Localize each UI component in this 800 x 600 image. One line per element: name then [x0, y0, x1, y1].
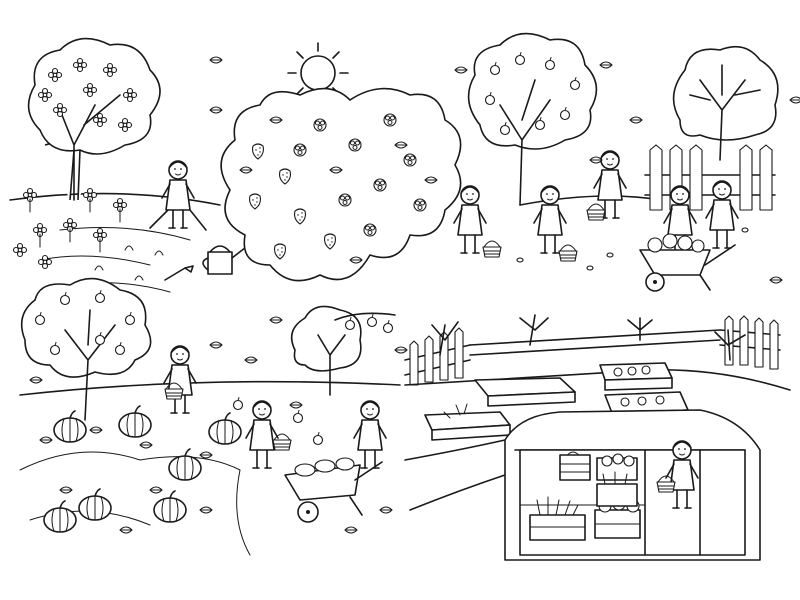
wheelbarrow-bottom	[284, 457, 383, 523]
top-panel	[9, 32, 800, 293]
berry-bushes	[220, 87, 462, 282]
pumpkin-patch	[19, 405, 251, 556]
raised-bed-4	[424, 403, 511, 441]
small-tree	[290, 305, 362, 396]
trowel	[164, 265, 194, 281]
apple-tree-autumn	[20, 277, 152, 421]
cellar-crates-bottom	[529, 471, 641, 541]
child-holding-apples	[163, 345, 197, 414]
bottom-right-panel	[404, 314, 791, 561]
raised-bed-1	[474, 377, 576, 407]
apple-branch	[334, 312, 396, 334]
bare-bushes	[431, 314, 746, 361]
bare-tree	[672, 45, 779, 161]
child-wheelbarrow-pusher	[705, 180, 739, 249]
flower-bed	[12, 187, 164, 281]
child-gardener	[149, 160, 207, 231]
child-boy-wheelbarrow	[353, 400, 387, 469]
blossom-tree	[27, 37, 161, 201]
child-berry-picker	[453, 185, 502, 258]
picket-fence	[644, 144, 776, 211]
bottom-left-panel	[19, 277, 408, 556]
raised-bed-2	[599, 362, 673, 391]
garden-fence-back	[404, 315, 781, 386]
apple-tree	[467, 32, 598, 206]
root-cellar	[504, 409, 761, 561]
child-girl-with-basket	[245, 400, 292, 469]
wheelbarrow-top	[639, 233, 736, 292]
ground-pebbles	[516, 227, 749, 271]
